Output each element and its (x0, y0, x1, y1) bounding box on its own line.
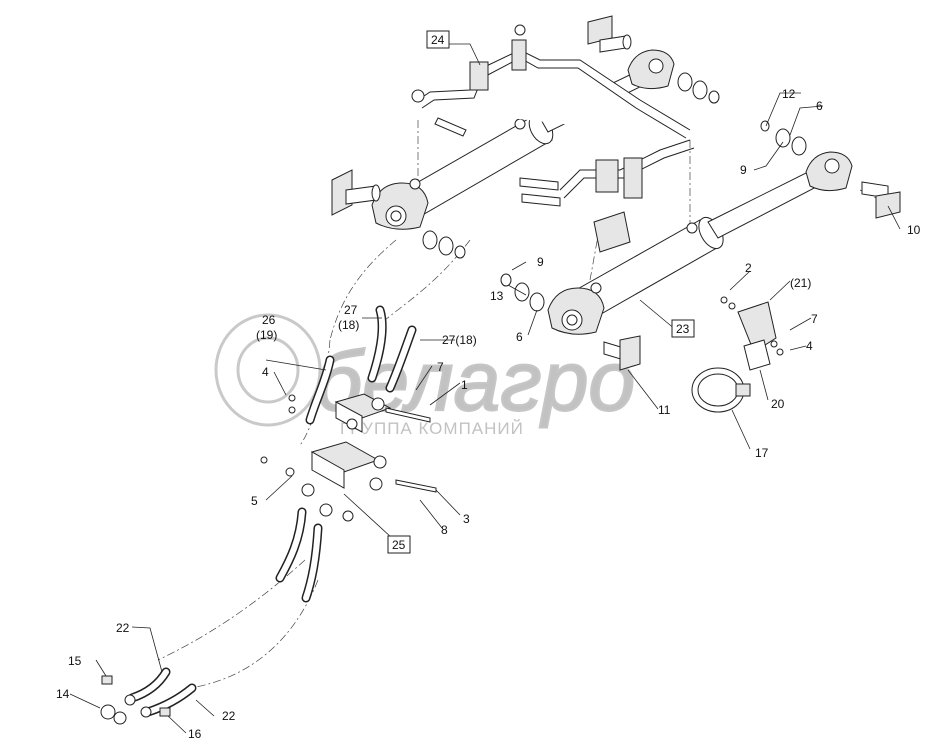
end-fittings (100, 675, 171, 725)
callout-box-24 (426, 30, 450, 49)
callout-16: 16 (188, 727, 202, 741)
callout-15: 15 (68, 654, 82, 668)
callout-3: 3 (463, 512, 470, 526)
callout-21: (21) (790, 276, 811, 290)
callout-12: 12 (782, 87, 796, 101)
callout-25: 25 (392, 538, 406, 552)
callout-9-upper: 9 (740, 163, 747, 177)
callout-2: 2 (745, 261, 752, 275)
callout-20: 20 (771, 397, 785, 411)
valve-blocks (260, 393, 437, 522)
callout-14: 14 (56, 687, 70, 701)
callout-9-lower: 9 (537, 255, 544, 269)
callout-17: 17 (755, 446, 769, 460)
callout-24: 24 (431, 33, 445, 47)
hose-clamp-and-bracket (691, 296, 784, 413)
callout-box-23 (671, 319, 695, 338)
callout-22-top: 22 (116, 621, 130, 635)
callout-4-left: 4 (262, 365, 269, 379)
callout-18-top: (18) (338, 318, 359, 332)
watermark-tagline: ГРУППА КОМПАНИЙ (340, 419, 524, 438)
pipe-assembly (411, 24, 695, 253)
callout-6-lower: 6 (516, 330, 523, 344)
callout-5: 5 (251, 494, 258, 508)
callout-26: 26 (262, 313, 276, 327)
callout-10: 10 (907, 223, 921, 237)
callout-22-bottom: 22 (222, 709, 236, 723)
callout-1: 1 (461, 378, 468, 392)
callout-4-right: 4 (806, 339, 813, 353)
hydraulic-hoses (127, 305, 417, 717)
callout-27-top: 27 (344, 303, 358, 317)
callout-6-upper: 6 (816, 99, 823, 113)
upper-hydraulic-cylinder (331, 15, 720, 259)
leader-lines (69, 43, 901, 734)
callout-7-center: 7 (437, 360, 444, 374)
callout-23: 23 (676, 322, 690, 336)
callout-8: 8 (441, 523, 448, 537)
callout-11: 11 (658, 403, 671, 417)
callout-7-right: 7 (811, 312, 818, 326)
callout-13: 13 (490, 289, 504, 303)
boxed-callouts: 24 23 25 (387, 30, 695, 554)
callout-box-25 (387, 535, 411, 554)
part-callouts: 12 6 9 10 2 (21) 7 4 20 17 11 9 13 6 27 … (56, 87, 921, 741)
callout-19: (19) (256, 328, 277, 342)
lower-hydraulic-cylinder (500, 120, 901, 371)
callout-27-18: 27(18) (442, 333, 477, 347)
